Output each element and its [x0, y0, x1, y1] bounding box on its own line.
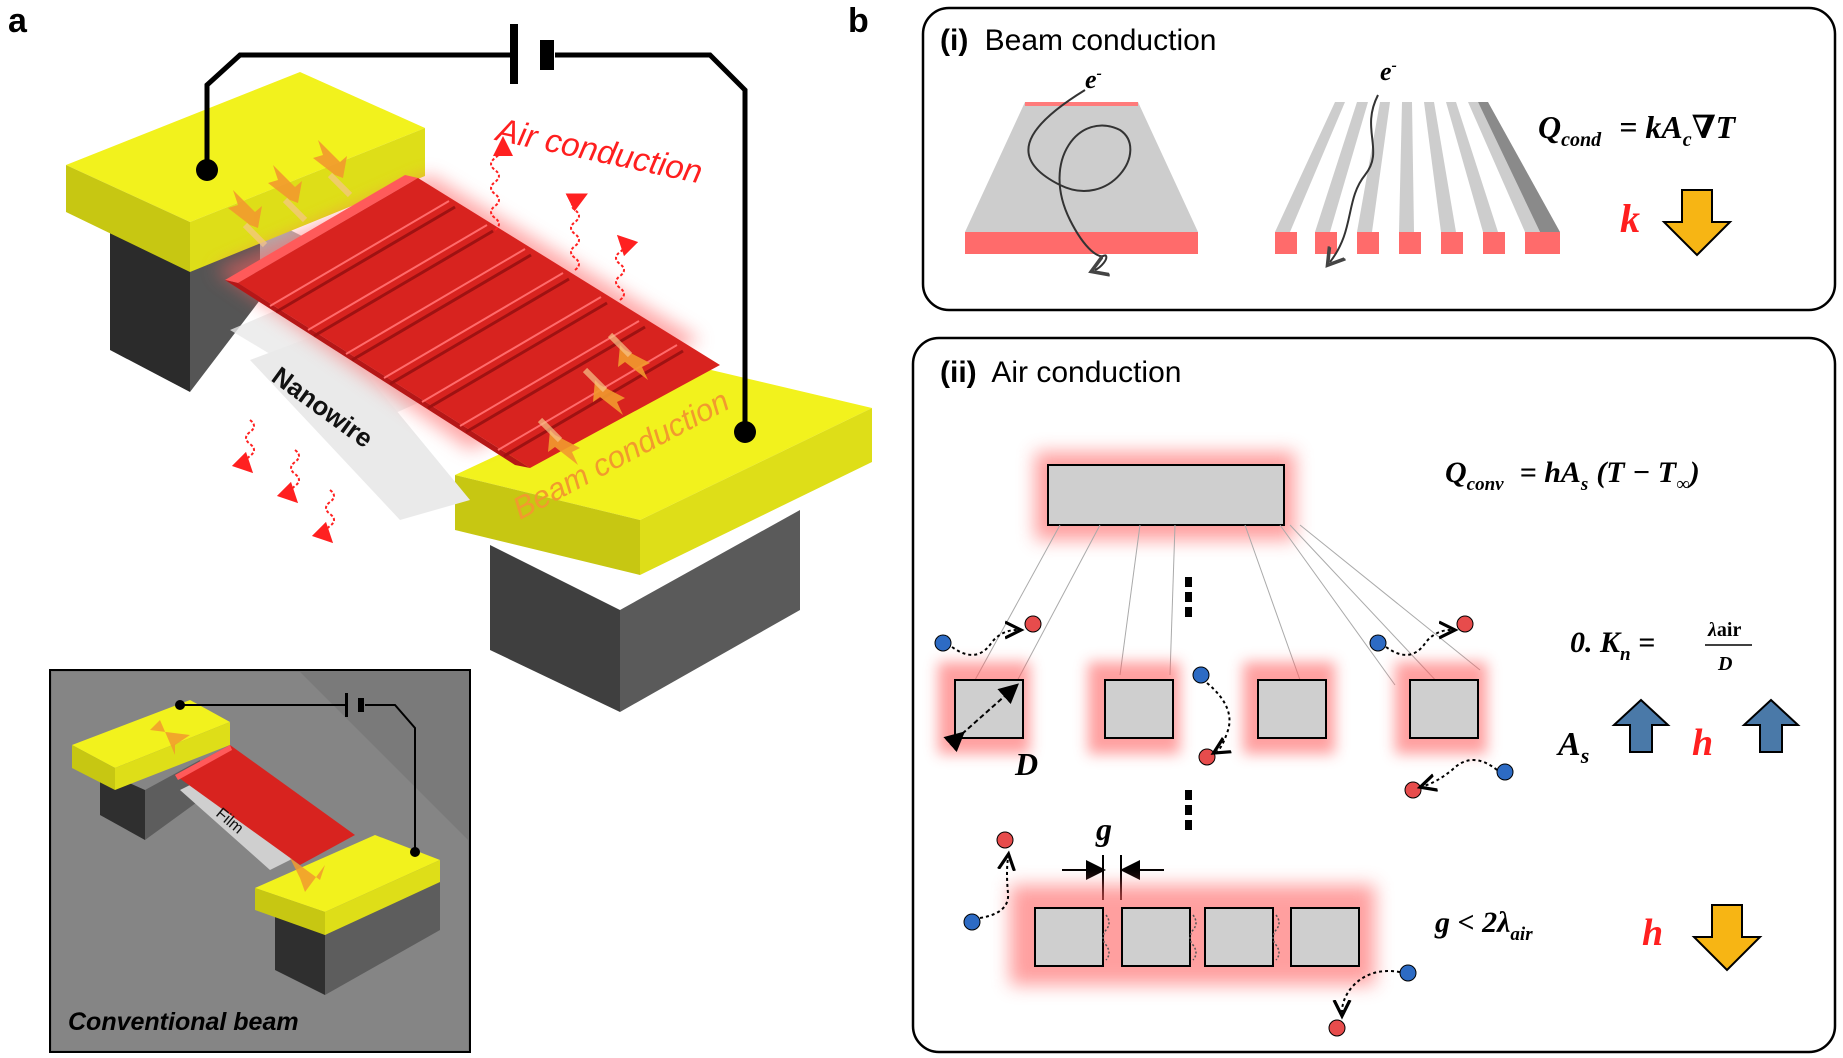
left-contact-dot — [196, 159, 218, 181]
vertical-ellipsis-2 — [1185, 790, 1192, 830]
inset-caption: Conventional beam — [68, 1008, 299, 1036]
diameter-label: D — [1014, 746, 1038, 782]
air-molecules-row-2 — [963, 831, 1417, 1037]
gap-label: g — [1095, 811, 1112, 847]
section-ii-number: (ii) — [940, 356, 977, 389]
k-symbol: k — [1620, 196, 1640, 241]
nanowire-beams: e- — [1275, 57, 1560, 262]
right-support — [490, 510, 800, 712]
h-down-arrow-icon — [1691, 904, 1763, 972]
battery-icon — [510, 24, 554, 84]
section-i-heading: (i) Beam conduction — [940, 24, 1216, 57]
gap-condition: g < 2λair — [1434, 906, 1533, 945]
projection-lines — [974, 524, 1481, 686]
knudsen-numerator: λair — [1707, 619, 1741, 641]
electron-label-1: e- — [1085, 65, 1102, 94]
right-contact-dot — [734, 421, 756, 443]
h-symbol-1: h — [1692, 722, 1713, 764]
air-molecules-row-1 — [934, 615, 1514, 799]
h-symbol-2: h — [1642, 912, 1663, 954]
knudsen-expression: 0. Kn = — [1570, 626, 1655, 665]
film-cross-section — [1035, 452, 1295, 540]
section-ii-heading: (ii) Air conduction — [940, 356, 1181, 389]
section-beam-conduction: (i) Beam conduction e- — [921, 6, 1837, 312]
film-block: e- — [965, 65, 1198, 270]
section-air-conduction: (ii) Air conduction — [911, 336, 1837, 1054]
surface-area-up-arrow-icon — [1611, 698, 1671, 753]
air-conduction-label: Air conduction — [492, 110, 706, 190]
convection-formula: Qconv= hAs(T − T∞) — [1445, 456, 1700, 495]
conduction-formula: Qcond= kAc∇T — [1538, 109, 1737, 151]
inset-conventional-beam: Film Conventional beam — [49, 669, 471, 1053]
air-conduction-waves — [231, 136, 639, 544]
left-gold-pad — [66, 72, 425, 272]
surface-area-label: As — [1556, 726, 1589, 768]
nanowire-base-film — [250, 330, 470, 520]
nanowire-cross-sections — [938, 662, 1487, 754]
electron-label-2: e- — [1380, 57, 1397, 86]
section-i-title: Beam conduction — [985, 24, 1217, 57]
knudsen-denominator: D — [1717, 653, 1732, 675]
panel-a-label: a — [8, 2, 28, 40]
right-gold-pad — [455, 365, 872, 575]
dense-nanowire-row — [1010, 885, 1375, 985]
k-down-arrow-icon — [1661, 189, 1733, 257]
panel-b: b (i) Beam conduction e- — [848, 2, 1837, 1054]
h-up-arrow-icon — [1741, 698, 1801, 753]
panel-b-label: b — [848, 2, 869, 40]
circuit — [196, 24, 756, 443]
section-i-number: (i) — [940, 24, 968, 57]
vertical-ellipsis-1 — [1185, 577, 1192, 617]
beam-conduction-arrow-tails — [242, 172, 633, 443]
section-ii-title: Air conduction — [991, 356, 1181, 389]
panel-a: a — [8, 2, 872, 1053]
